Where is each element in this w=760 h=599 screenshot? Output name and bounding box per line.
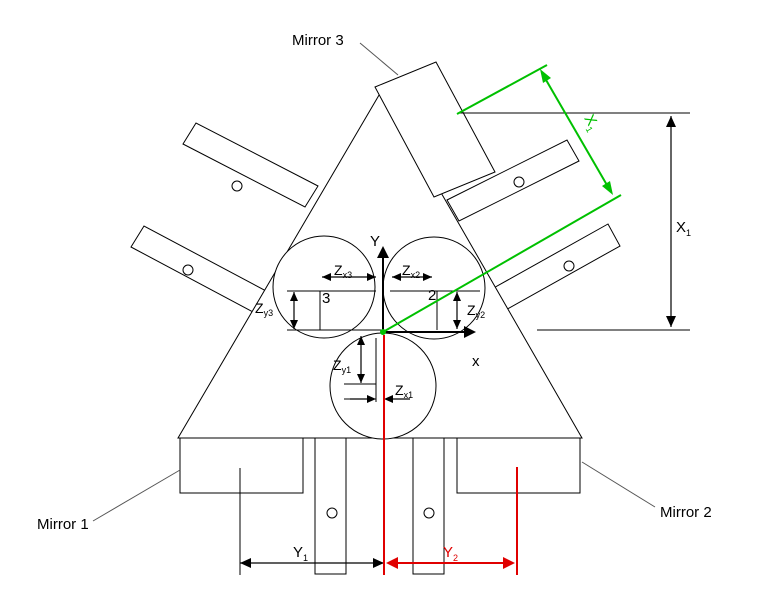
dimension-arrows bbox=[239, 112, 690, 575]
bottom-left-slot-plate bbox=[314, 437, 347, 575]
left-lower-slot-plate bbox=[130, 225, 284, 322]
coordinate-axes bbox=[377, 246, 476, 338]
left-upper-slot-plate bbox=[182, 122, 319, 208]
red-y2-dimension bbox=[383, 335, 518, 575]
zy1-label: Zy1 bbox=[333, 357, 351, 375]
zy3-label: Zy3 bbox=[255, 300, 273, 318]
slot-hole bbox=[513, 176, 525, 188]
slot-hole bbox=[563, 260, 575, 272]
circle-2-number: 2 bbox=[428, 287, 436, 304]
slot-hole bbox=[182, 264, 194, 276]
mirror-2-label: Mirror 2 bbox=[660, 504, 712, 521]
right-lower-slot-plate bbox=[489, 223, 621, 313]
zx2-label: Zx2 bbox=[402, 262, 420, 280]
zx3-label: Zx3 bbox=[334, 262, 352, 280]
axis-x-label: x bbox=[472, 353, 480, 370]
circle-3-number: 3 bbox=[322, 290, 330, 307]
right-upper-slot-plate bbox=[446, 139, 580, 222]
slot-hole bbox=[326, 507, 338, 519]
leader-lines bbox=[92, 42, 656, 522]
axis-y-label: Y bbox=[370, 233, 380, 250]
zy2-label: Zy2 bbox=[467, 302, 485, 320]
x1-green-label: X1 bbox=[579, 112, 603, 135]
y2-label: Y2 bbox=[443, 544, 458, 563]
mirror-2-block bbox=[456, 437, 581, 494]
mirror-3-label: Mirror 3 bbox=[292, 32, 344, 49]
zx1-label: Zx1 bbox=[395, 382, 413, 400]
slot-hole bbox=[423, 507, 435, 519]
mirror-1-label: Mirror 1 bbox=[37, 516, 89, 533]
slot-hole bbox=[231, 180, 243, 192]
y1-label: Y1 bbox=[293, 544, 308, 563]
green-x1-dimension bbox=[380, 64, 622, 335]
circle-3 bbox=[272, 235, 376, 339]
bottom-right-slot-plate bbox=[412, 437, 445, 575]
mirror-3-block bbox=[374, 61, 496, 198]
x1-right-label: X1 bbox=[676, 219, 691, 238]
mirror-1-block bbox=[179, 437, 304, 494]
